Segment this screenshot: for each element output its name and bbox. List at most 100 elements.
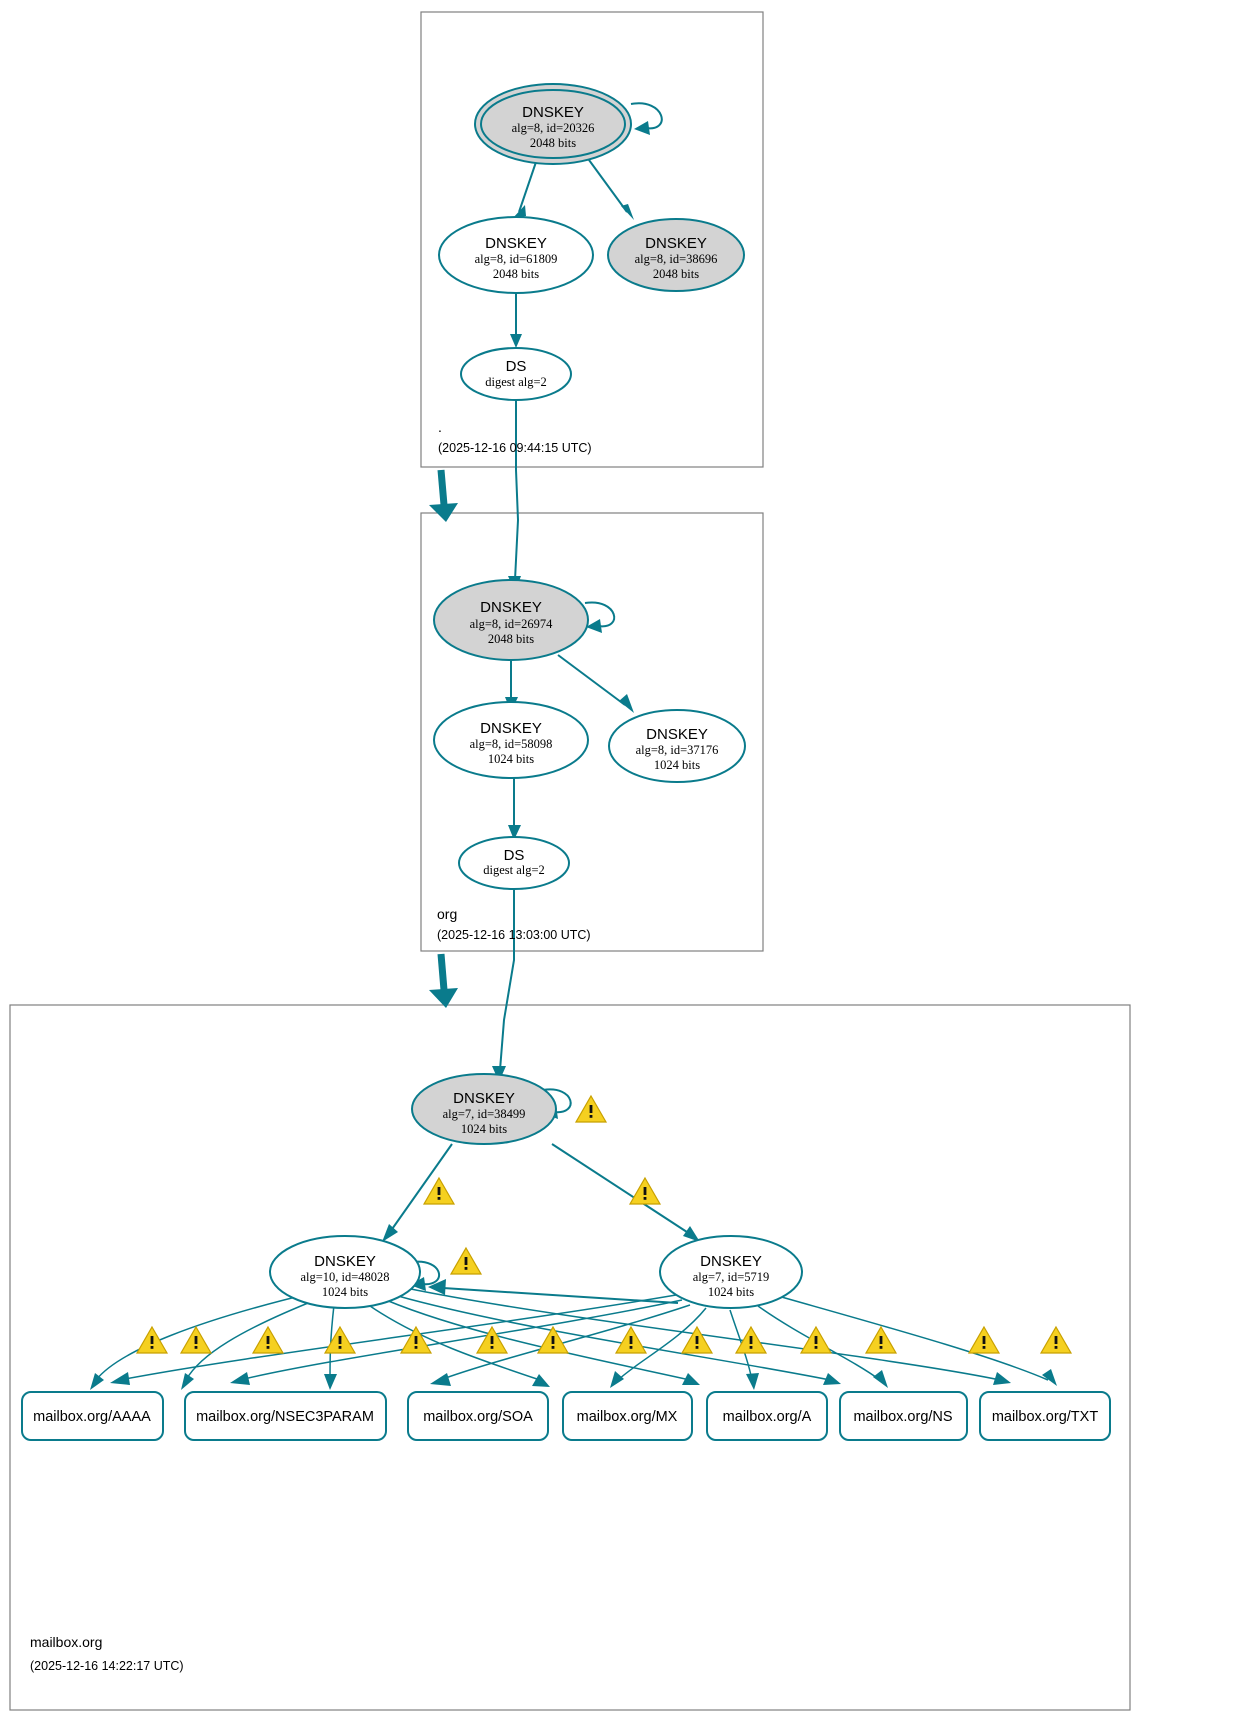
rrset-box-ns[interactable] [839, 1391, 968, 1441]
warning-icon-rrset-8[interactable] [614, 1325, 648, 1354]
rrset-label-aaaa: mailbox.org/AAAA [33, 1409, 151, 1425]
arrowhead-5719-a [746, 1373, 759, 1390]
arrowhead-org-37176 [619, 694, 634, 713]
arrowhead-root-38696 [621, 204, 634, 220]
arrowhead-48028-aaaa [90, 1373, 104, 1390]
warning-icon-ksk-to-48028[interactable] [422, 1176, 456, 1205]
warning-icon-rrset-12[interactable] [864, 1325, 898, 1354]
warning-icon-rrset-4[interactable] [323, 1325, 357, 1354]
node-root-zsk-61809-line3: 2048 bits [493, 267, 539, 281]
node-root-zsk-61809[interactable] [438, 216, 594, 294]
node-root-key-38696-line2: alg=8, id=38696 [635, 252, 718, 266]
edge-mb-48028-selfsign [411, 1260, 440, 1286]
node-mb-zsk-48028[interactable] [269, 1235, 421, 1309]
warning-icon-rrset-10[interactable] [734, 1325, 768, 1354]
arrowhead-5719-aaaa [110, 1372, 130, 1385]
node-root-ksk-inner [480, 89, 626, 159]
arrowhead-org-ds [508, 825, 521, 840]
arrowhead-5719-nsec3param [230, 1372, 250, 1385]
edge-root-ds-to-org-ksk [514, 394, 520, 581]
arrowhead-delegation-org [429, 503, 458, 522]
node-mb-zsk-5719[interactable] [659, 1235, 803, 1309]
rrset-box-mx[interactable] [562, 1391, 693, 1441]
warning-icon-rrset-14[interactable] [1039, 1325, 1073, 1354]
node-org-ds[interactable] [458, 836, 570, 890]
rrset-box-soa[interactable] [407, 1391, 549, 1441]
zone-label-root: . [438, 419, 442, 435]
edge-mb-ksk-selfsign [542, 1088, 572, 1114]
warning-icon-rrset-2[interactable] [179, 1325, 213, 1354]
node-root-ds[interactable] [460, 347, 572, 401]
warning-icon-rrset-9[interactable] [680, 1325, 714, 1354]
node-root-ds-line2: digest alg=2 [485, 375, 547, 389]
rrset-box-a[interactable] [706, 1391, 828, 1441]
edge-mb-ksk-to-5719 [551, 1143, 691, 1235]
node-root-key-38696-title: DNSKEY [645, 235, 707, 252]
arrowhead-5719-txt [1042, 1369, 1057, 1386]
rrset-box-nsec3param[interactable] [184, 1391, 387, 1441]
node-org-key-37176-title: DNSKEY [646, 726, 708, 743]
zone-box-mailbox [9, 1004, 1131, 1711]
zone-box-root [420, 11, 764, 468]
node-org-ds-title: DS [504, 847, 525, 864]
warning-icon-ksk-selfsign[interactable] [574, 1094, 608, 1123]
zone-label-mailbox: mailbox.org [30, 1634, 102, 1650]
node-org-ksk[interactable] [433, 579, 589, 661]
node-root-ksk-line2: alg=8, id=20326 [512, 121, 595, 135]
edge-root-ksk-to-38696 [588, 159, 628, 213]
rrset-label-mx: mailbox.org/MX [577, 1409, 678, 1425]
edge-48028-to-txt [405, 1287, 1001, 1381]
warning-icon-rrset-1[interactable] [135, 1325, 169, 1354]
edge-48028-to-ns [397, 1295, 831, 1381]
arrowhead-48028-mx [532, 1374, 550, 1387]
arrowhead-delegation-mailbox [429, 988, 458, 1008]
warning-icon-rrset-6[interactable] [475, 1325, 509, 1354]
rrset-label-txt: mailbox.org/TXT [992, 1409, 1099, 1425]
rrset-label-nsec3param: mailbox.org/NSEC3PARAM [196, 1409, 374, 1425]
arrowhead-48028-txt [993, 1372, 1011, 1385]
node-root-key-38696[interactable] [607, 218, 745, 292]
warning-icon-rrset-11[interactable] [799, 1325, 833, 1354]
arrowhead-5719-mx [610, 1371, 624, 1388]
warning-icon-48028-selfsign[interactable] [449, 1246, 483, 1275]
arrowhead-48028-nsec3param [181, 1373, 194, 1390]
edge-5719-to-soa [439, 1304, 691, 1381]
edge-delegation-root-to-org [437, 469, 448, 506]
node-root-ksk-line3: 2048 bits [530, 136, 576, 150]
node-mb-ksk-line3: 1024 bits [461, 1122, 507, 1136]
edge-48028-to-nsec3param [185, 1298, 319, 1381]
warning-icon-rrset-7[interactable] [536, 1325, 570, 1354]
rrset-label-ns: mailbox.org/NS [853, 1409, 952, 1425]
node-mb-zsk-5719-line2: alg=7, id=5719 [693, 1270, 770, 1284]
edge-48028-to-aaaa [95, 1292, 313, 1381]
zone-box-org [420, 512, 764, 952]
edge-mb-ksk-to-48028 [389, 1143, 453, 1233]
node-org-zsk-58098-line2: alg=8, id=58098 [470, 737, 553, 751]
arrowhead-5719-ns [873, 1370, 888, 1388]
arrowhead-mb-48028-self [410, 1277, 426, 1291]
warning-icon-ksk-to-5719[interactable] [628, 1176, 662, 1205]
edge-root-ksk-to-61809 [518, 161, 537, 213]
node-org-zsk-58098[interactable] [433, 701, 589, 779]
warning-icon-rrset-13[interactable] [967, 1325, 1001, 1354]
edge-5719-to-txt [777, 1295, 1049, 1381]
rrset-box-aaaa[interactable] [21, 1391, 164, 1441]
rrset-label-a: mailbox.org/A [723, 1409, 812, 1425]
zone-timestamp-mailbox: (2025-12-16 14:22:17 UTC) [30, 1659, 184, 1673]
node-org-key-37176[interactable] [608, 709, 746, 783]
arrowhead-mb-5719 [683, 1226, 700, 1242]
arrowhead-root-61809 [512, 205, 526, 219]
node-mb-zsk-5719-title: DNSKEY [700, 1253, 762, 1270]
edge-org-ds-to-mailbox-ksk [499, 890, 515, 1071]
warning-icon-rrset-3[interactable] [251, 1325, 285, 1354]
node-org-zsk-58098-title: DNSKEY [480, 720, 542, 737]
node-mb-ksk-line2: alg=7, id=38499 [443, 1107, 526, 1121]
rrset-box-txt[interactable] [979, 1391, 1111, 1441]
arrowhead-root-ds [510, 334, 522, 348]
warning-icon-rrset-5[interactable] [399, 1325, 433, 1354]
node-mb-zsk-5719-line3: 1024 bits [708, 1285, 754, 1299]
arrowhead-48028-soa [324, 1374, 337, 1390]
node-mb-ksk[interactable] [411, 1073, 557, 1145]
arrowhead-48028-a [682, 1373, 700, 1385]
node-org-key-37176-line3: 1024 bits [654, 758, 700, 772]
